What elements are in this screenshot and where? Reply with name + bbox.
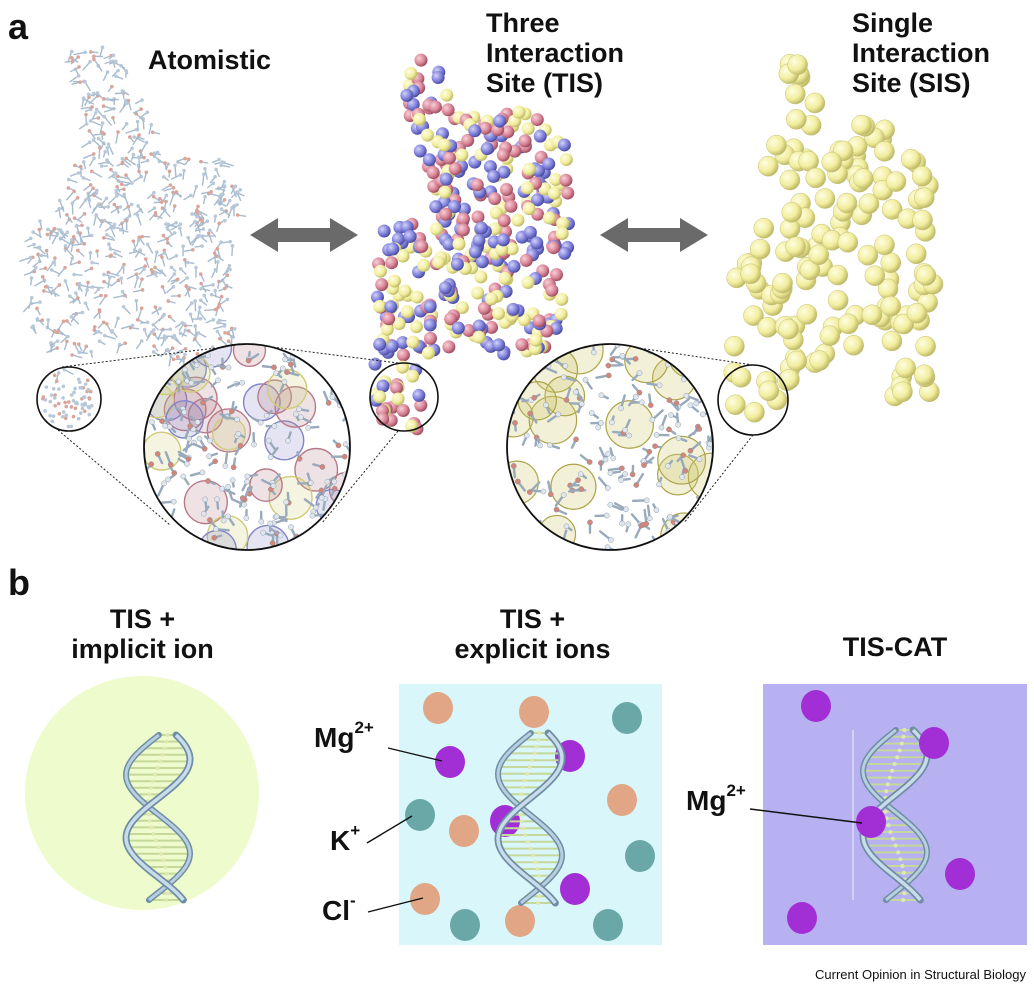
sis-title-line-1: Single (852, 8, 934, 38)
explicit-ion-title: TIS + explicit ions (420, 604, 645, 664)
zoom-marker-atomistic (36, 366, 102, 432)
sis-title: Single Interaction Site (SIS) (852, 8, 990, 98)
mg-base-cat: Mg (686, 785, 727, 816)
implicit-ion-background (25, 676, 259, 910)
atomistic-title: Atomistic (148, 45, 272, 75)
k-base: K (330, 825, 351, 856)
zoom-inset-tis (143, 343, 351, 551)
tis-cat-title: TIS-CAT (842, 632, 948, 662)
rna-helix-explicit (494, 729, 566, 907)
mg-charge: 2+ (354, 717, 374, 737)
cl-ion-label: Cl- (322, 892, 356, 927)
explicit-title-line-1: TIS + (499, 604, 566, 634)
zoom-inset-sis (506, 343, 714, 551)
tis-title-line-3: Site (TIS) (486, 68, 604, 98)
mg-ion-label-explicit: Mg2+ (314, 719, 374, 754)
tis-rna-model (368, 53, 575, 436)
explicit-ion-particles (405, 692, 655, 941)
tis-title: Three Interaction Site (TIS) (486, 8, 624, 98)
atomistic-rna-model (19, 45, 247, 429)
panel-a-letter: a (8, 6, 29, 47)
panel-b-letter: b (8, 562, 30, 603)
rna-helix-implicit (122, 731, 194, 904)
double-arrow-left (250, 218, 358, 252)
implicit-ion-title: TIS + implicit ion (40, 604, 245, 664)
implicit-title-line-2: implicit ion (71, 634, 214, 664)
tis-title-line-1: Three (486, 8, 560, 38)
mg-charge-cat: 2+ (726, 780, 746, 800)
ion-pointer-lines (366, 747, 863, 913)
implicit-title-line-1: TIS + (109, 604, 176, 634)
sis-title-line-2: Interaction (852, 38, 991, 68)
cl-charge: - (350, 890, 356, 910)
cat-ion-particles (787, 690, 975, 934)
k-ion-label: K+ (330, 822, 360, 857)
mg-ion-label-cat: Mg2+ (686, 782, 746, 817)
sis-title-line-3: Site (SIS) (852, 68, 971, 98)
explicit-title-line-2: explicit ions (454, 634, 611, 664)
k-charge: + (350, 820, 361, 840)
journal-credit: Current Opinion in Structural Biology (815, 967, 1026, 982)
mg-base: Mg (314, 722, 355, 753)
zoom-marker-tis (369, 362, 439, 432)
sis-rna-model (723, 53, 944, 423)
double-arrow-right (600, 218, 708, 252)
cl-base: Cl (322, 895, 350, 926)
tis-title-line-2: Interaction (486, 38, 625, 68)
